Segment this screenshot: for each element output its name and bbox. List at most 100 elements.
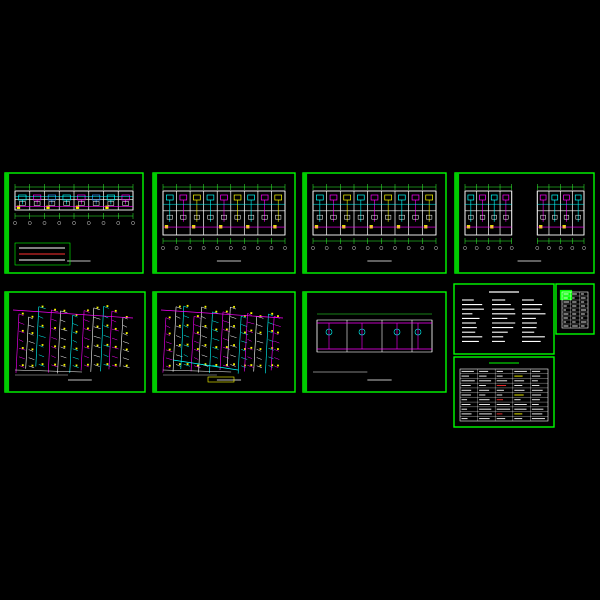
valve-symbol <box>106 363 109 366</box>
valve-symbol <box>233 344 235 347</box>
branch-pipe <box>241 332 249 335</box>
valve-symbol <box>54 308 57 311</box>
axis-bubble <box>570 246 575 250</box>
branch-pipe <box>38 325 45 329</box>
valve-symbol <box>31 315 34 318</box>
branch-pipe <box>183 354 188 357</box>
branch-pipe <box>201 345 207 348</box>
branch-pipe <box>256 324 263 327</box>
branch-pipe <box>230 306 237 310</box>
axis-bubble <box>256 246 260 250</box>
fixture-symbol <box>357 214 364 220</box>
fixture-symbol <box>479 214 486 220</box>
valve-symbol <box>41 344 44 346</box>
riser-pipe <box>108 311 113 370</box>
branch-pipe <box>28 316 34 320</box>
fixture-symbol <box>316 214 323 220</box>
branch-pipe <box>165 333 171 336</box>
building-outline <box>464 190 513 236</box>
axis-bubble <box>13 221 17 225</box>
axis-bubble <box>72 221 76 225</box>
branch-pipe <box>222 364 230 368</box>
riser-pipe <box>172 306 177 372</box>
branch-pipe <box>72 323 79 326</box>
branch-pipe <box>28 357 35 360</box>
branch-pipe <box>103 335 110 338</box>
valve-symbol <box>41 305 44 308</box>
branch-pipe <box>274 357 280 360</box>
valve-symbol <box>196 364 199 367</box>
valve-symbol <box>106 343 109 346</box>
sheet-border <box>453 356 555 428</box>
branch-pipe <box>183 325 189 328</box>
fixture-symbol <box>193 214 200 220</box>
valve-symbol <box>186 304 189 307</box>
fixture-symbol <box>221 214 227 220</box>
axis-bubble <box>547 246 551 250</box>
branch-pipe <box>51 318 57 322</box>
equipment-symbol <box>393 328 401 336</box>
branch-pipe <box>212 356 218 359</box>
table-outline <box>561 291 589 329</box>
branch-pipe <box>175 335 181 338</box>
branch-pipe <box>122 357 130 360</box>
branch-pipe <box>165 349 173 353</box>
branch-pipe <box>111 328 119 332</box>
branch-pipe <box>193 357 199 360</box>
header-pipe <box>160 309 284 319</box>
valve-symbol <box>46 205 50 209</box>
valve-symbol <box>86 327 89 330</box>
branch-pipe <box>111 319 117 323</box>
valve-symbol <box>196 315 199 318</box>
building-outline <box>312 190 437 236</box>
valve-symbol <box>225 310 228 313</box>
axis-bubble <box>434 246 438 250</box>
branch-pipe <box>268 330 274 334</box>
fixture-symbol <box>107 201 115 206</box>
axis-bubble <box>116 221 121 225</box>
branch-pipe <box>111 337 118 341</box>
axis-bubble <box>379 246 384 250</box>
branch-pipe <box>18 313 24 317</box>
riser-pipe <box>219 311 224 371</box>
branch-pipe <box>193 340 199 344</box>
valve-symbol <box>96 325 99 328</box>
valve-symbol <box>178 324 181 327</box>
branch-pipe <box>241 357 248 360</box>
valve-symbol <box>125 364 128 367</box>
axis-bubble <box>86 221 91 225</box>
valve-symbol <box>63 327 66 330</box>
valve-symbol <box>75 330 78 333</box>
sheet-riser-2 <box>152 291 296 393</box>
branch-pipe <box>201 335 208 338</box>
branch-pipe <box>122 365 130 369</box>
branch-pipe <box>51 309 59 313</box>
branch-pipe <box>175 306 182 309</box>
branch-pipe <box>165 357 173 361</box>
valve-symbol <box>186 343 189 346</box>
axis-bubble <box>324 246 329 250</box>
axis-bubble <box>352 246 356 250</box>
branch-pipe <box>18 330 25 334</box>
branch-pipe <box>268 365 273 368</box>
branch-pipe <box>18 322 25 325</box>
valve-symbol <box>277 315 279 318</box>
branch-pipe <box>72 348 79 352</box>
valve-symbol <box>114 363 117 366</box>
sheet-border <box>555 283 595 335</box>
valve-symbol <box>41 324 44 327</box>
branch-pipe <box>93 317 101 320</box>
sheet-floor-plan-1 <box>4 172 144 274</box>
branch-pipe <box>38 306 46 309</box>
valve-symbol <box>204 344 207 346</box>
branch-pipe <box>93 326 101 329</box>
sheet-riser-1 <box>4 291 146 393</box>
branch-pipe <box>247 365 254 368</box>
riser-pipe <box>57 310 61 374</box>
riser-pipe <box>100 306 104 372</box>
fixture-symbol <box>330 214 337 220</box>
sheet-floor-plan-3 <box>302 172 447 274</box>
branch-pipe <box>193 349 200 352</box>
axis-bubble <box>242 246 247 250</box>
